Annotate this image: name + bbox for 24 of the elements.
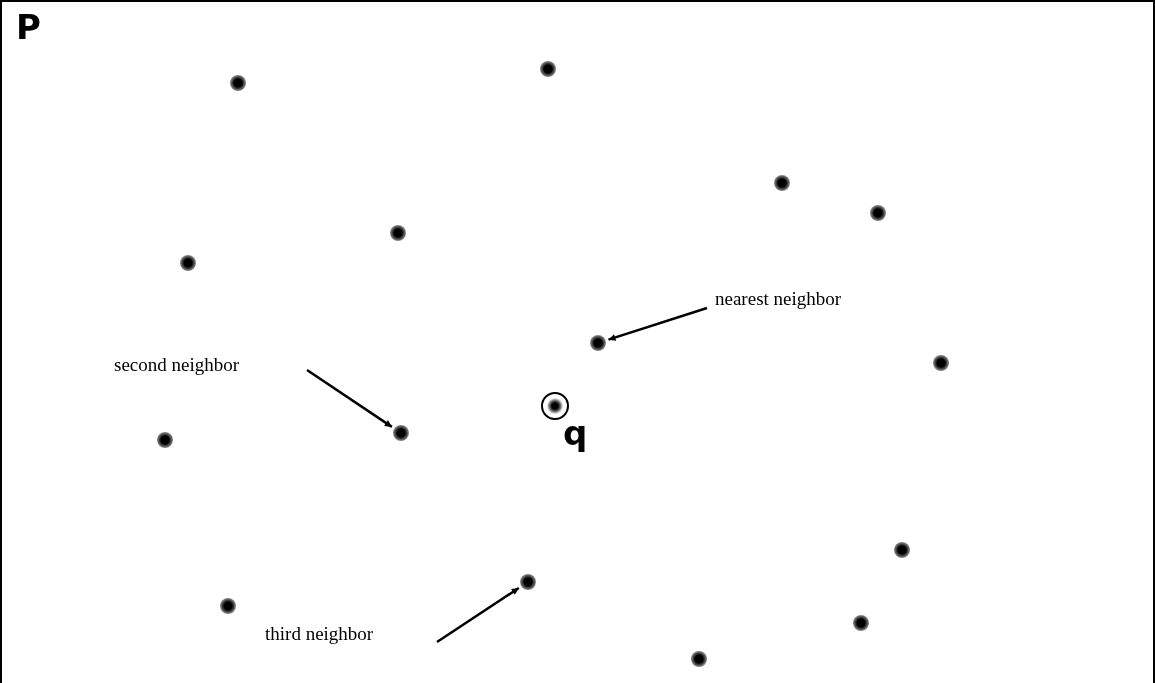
data-point [894,542,910,558]
data-point [393,425,409,441]
data-point [870,205,886,221]
data-point [933,355,949,371]
data-point [540,61,556,77]
data-point [390,225,406,241]
arrow [436,587,520,644]
neighbor-label: third neighbor [265,623,374,645]
data-point [590,335,606,351]
data-point [230,75,246,91]
data-point [220,598,236,614]
query-point [541,392,569,420]
data-point [520,574,536,590]
data-point [157,432,173,448]
data-point [853,615,869,631]
arrow [608,306,708,341]
neighbor-label: second neighbor [114,354,240,376]
data-point [180,255,196,271]
data-point [691,651,707,667]
point-label: q [563,416,588,450]
data-point [774,175,790,191]
neighbor-label: nearest neighbor [715,288,842,310]
frame-label: P [16,10,41,44]
arrow [306,368,393,428]
